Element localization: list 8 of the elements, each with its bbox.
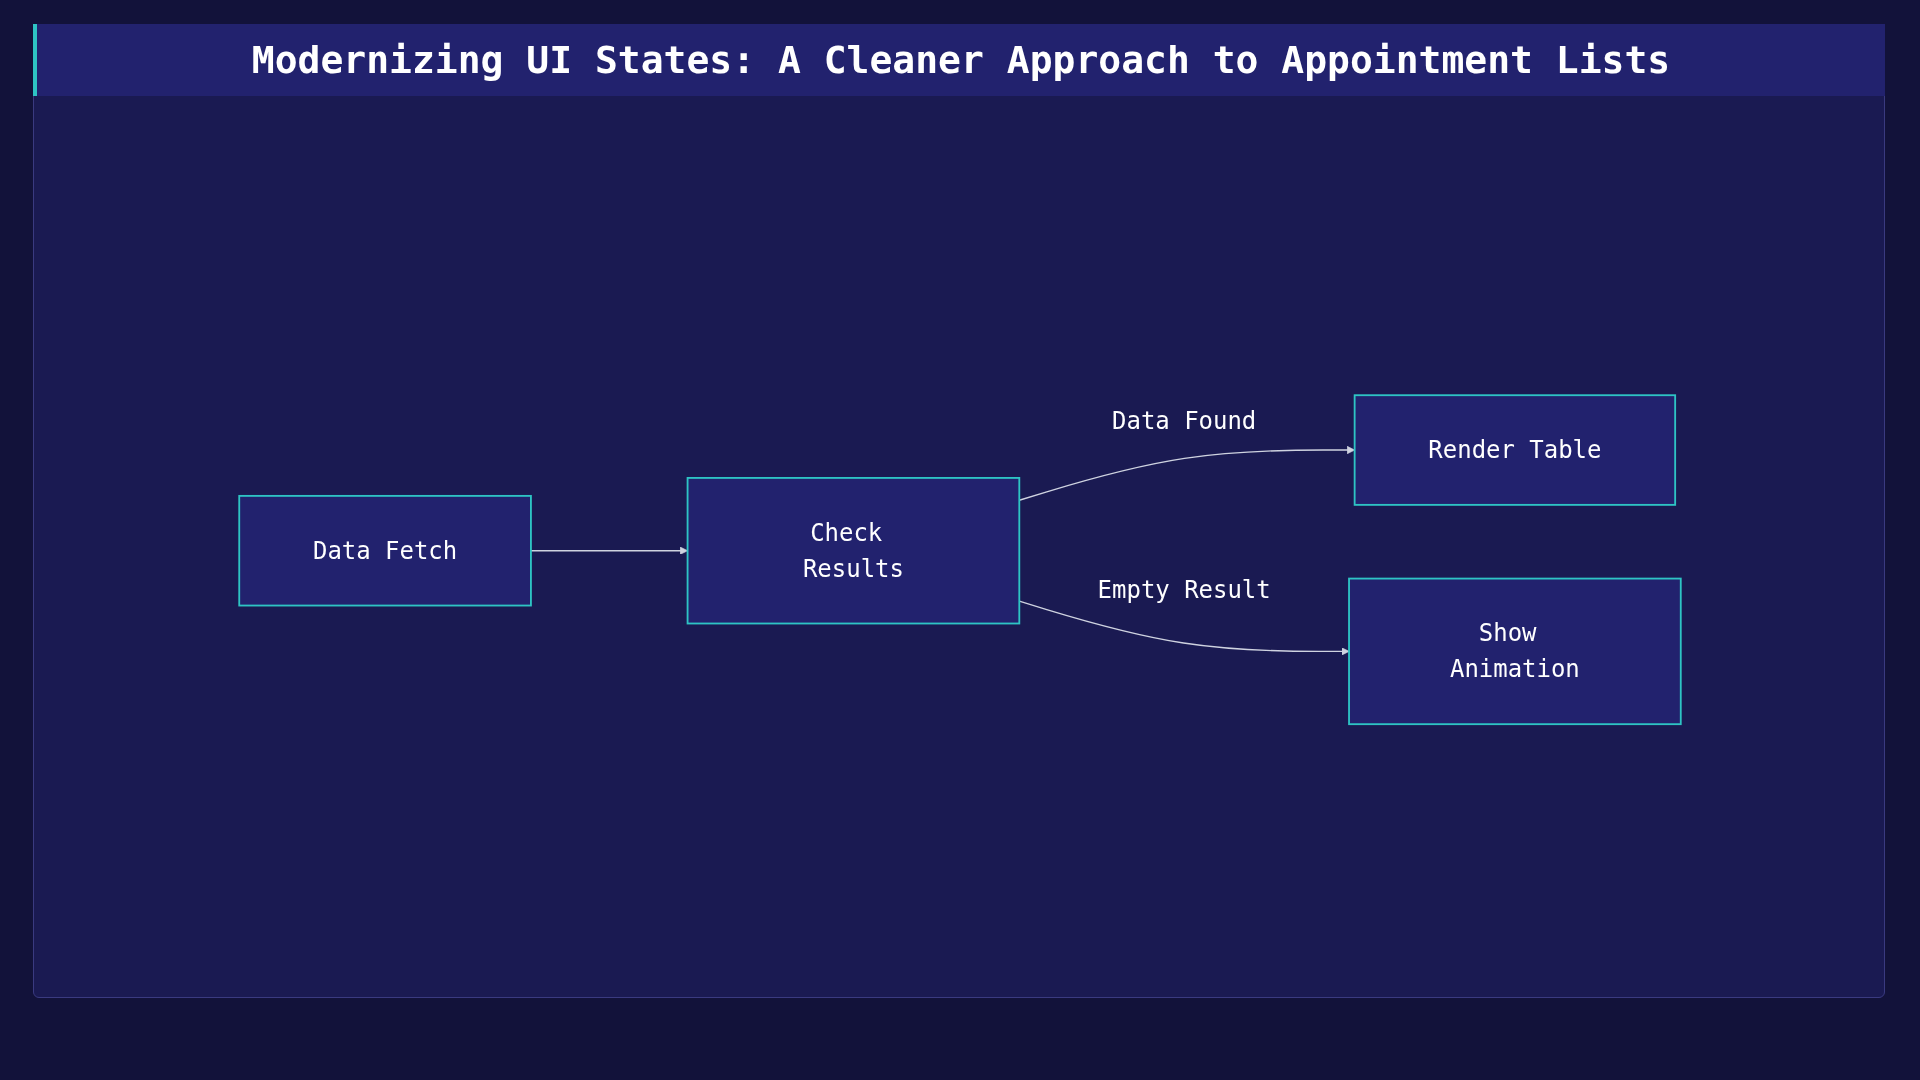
title: Modernizing UI States: A Cleaner Approach to Appointment Lists [33, 24, 1885, 96]
arrow [530, 546, 688, 556]
node-box: Data Fetch [238, 495, 532, 607]
node-box: Check Results [686, 477, 1021, 625]
edge-label: Data Found [1112, 406, 1257, 435]
node-box: Show Animation [1348, 577, 1682, 726]
node-box: Render Table [1353, 394, 1677, 507]
edge-label: Empty Result [1097, 575, 1271, 604]
